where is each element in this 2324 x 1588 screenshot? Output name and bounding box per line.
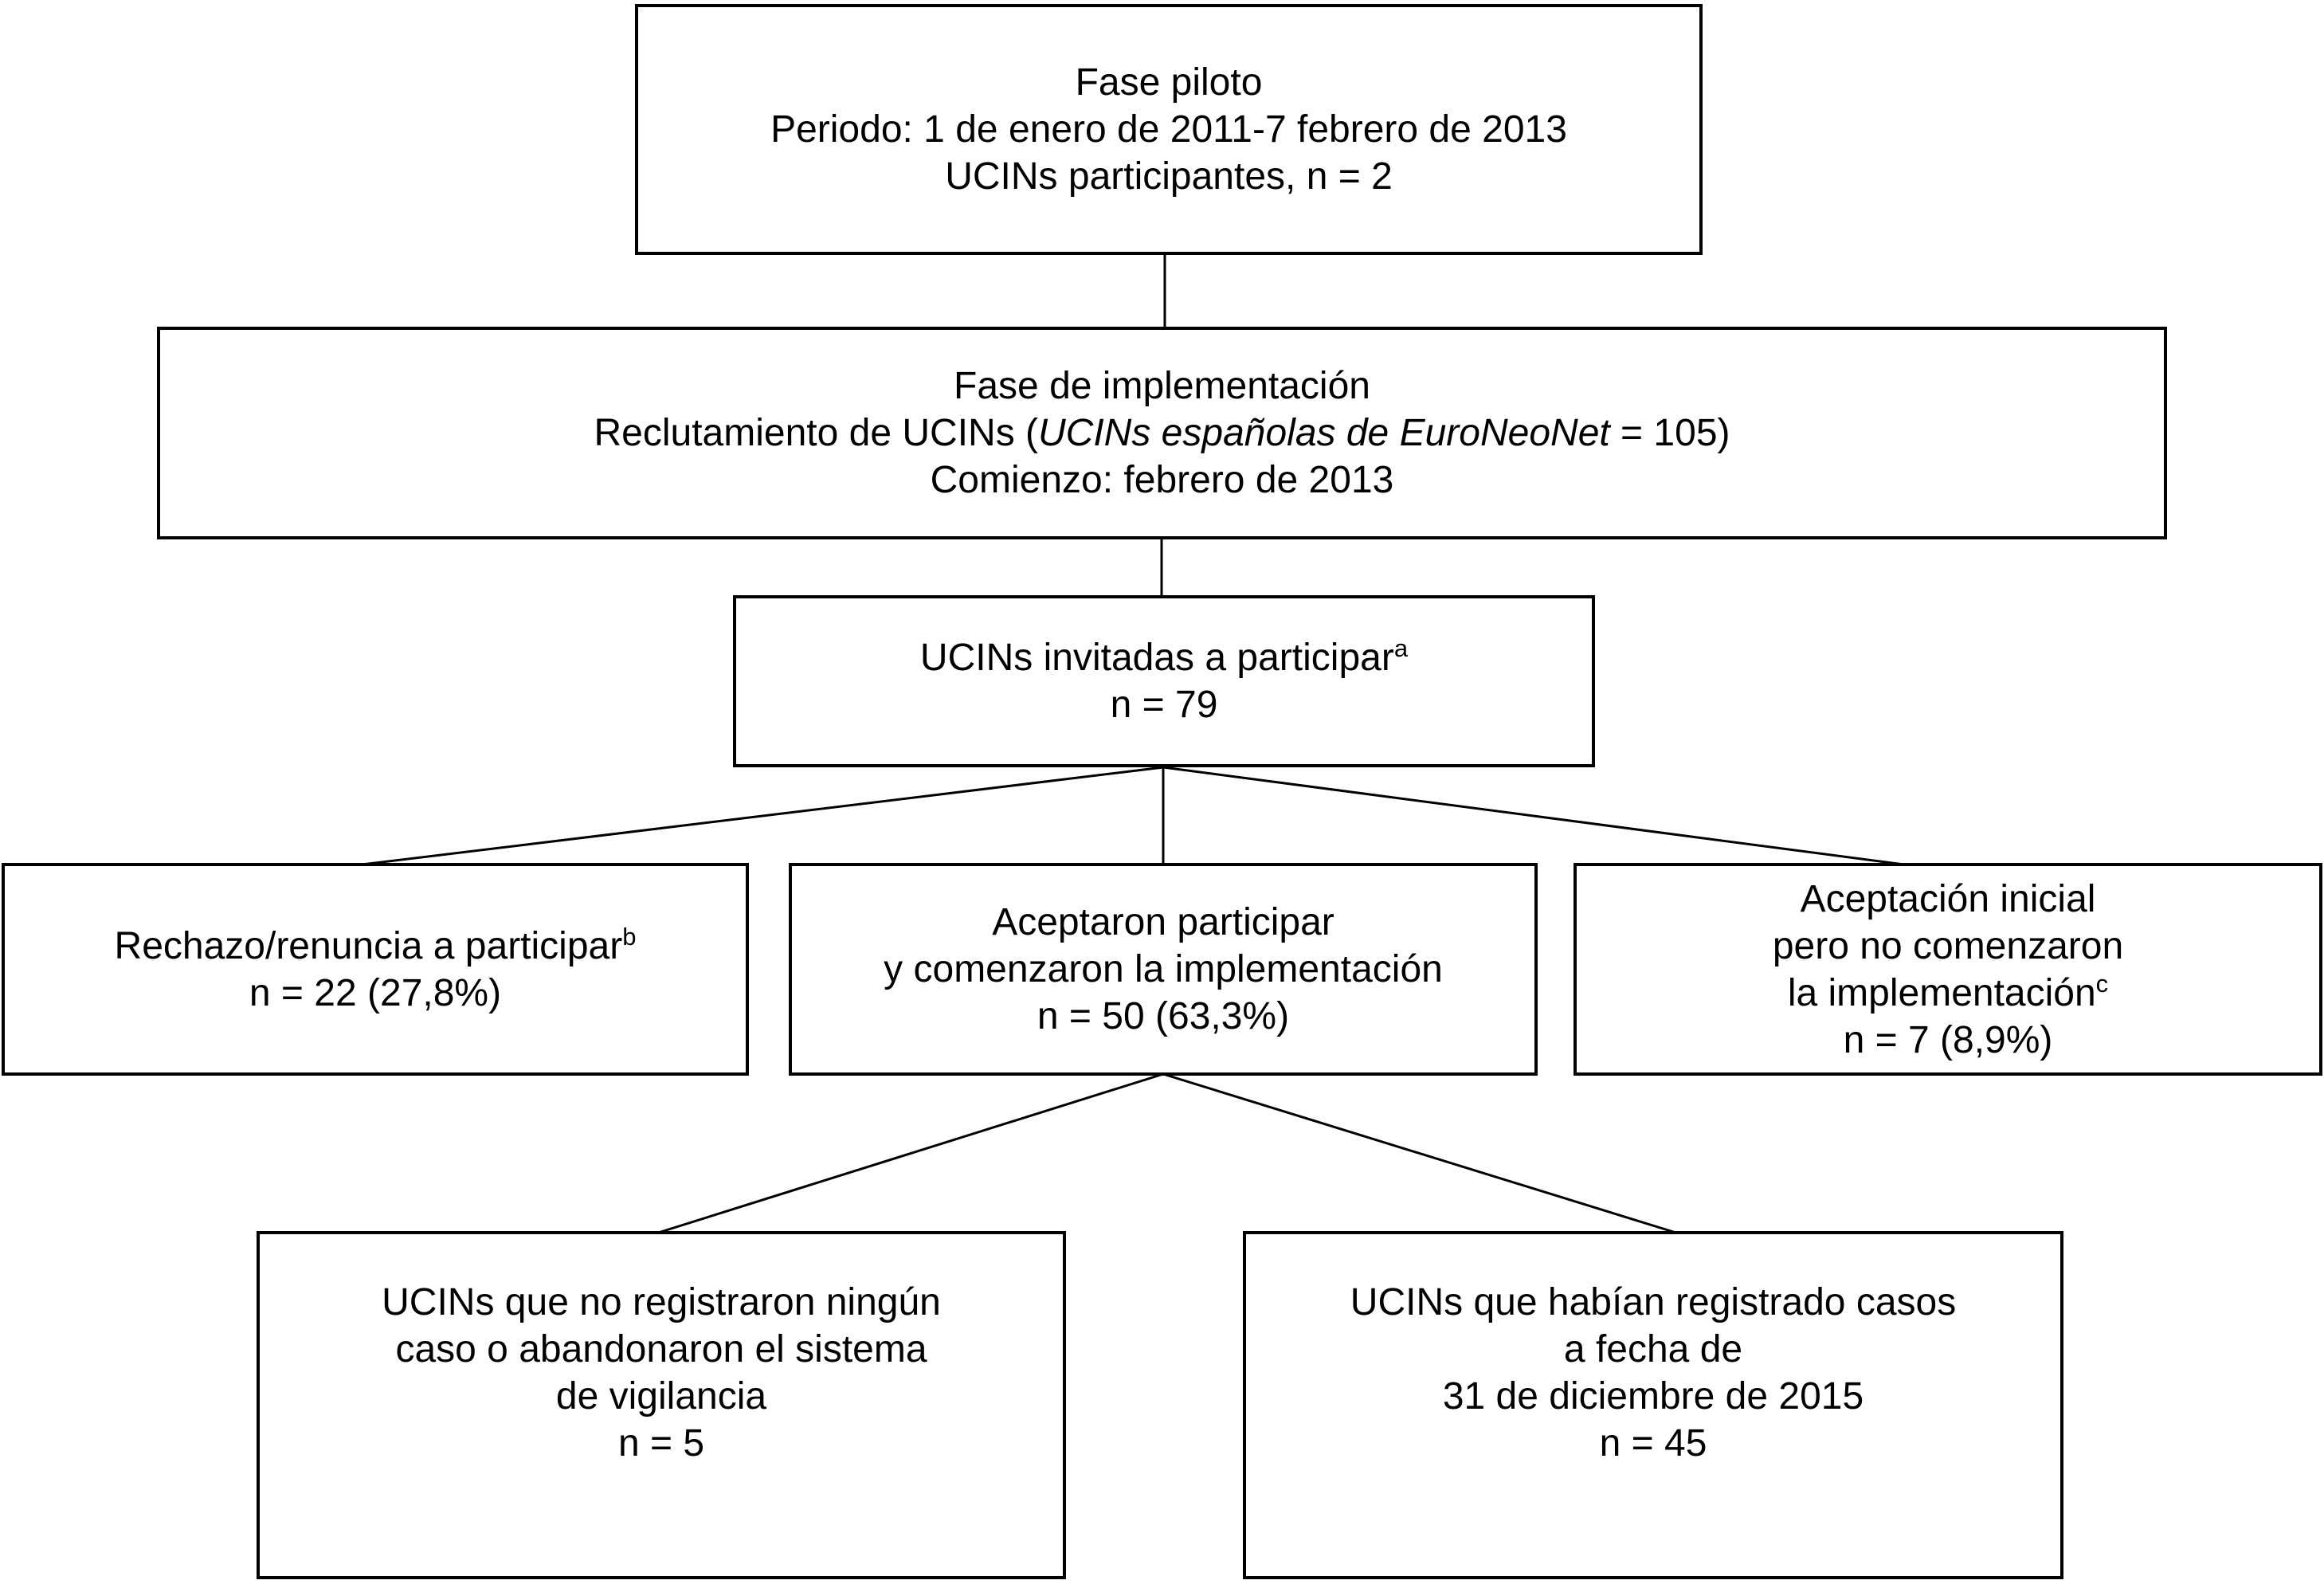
initial-line3-text: la implementación xyxy=(1787,971,2096,1014)
pilot-period: Periodo: 1 de enero de 2011-7 febrero de… xyxy=(770,108,1567,151)
initial-line3: la implementaciónc xyxy=(1788,970,2108,1017)
footnote-marker-b: b xyxy=(622,922,637,951)
recruitment-suffix: = 105) xyxy=(1609,412,1730,454)
nocases-line3: de vigilancia xyxy=(555,1375,767,1417)
box-aceptaron-participar: Aceptaron participar y comenzaron la imp… xyxy=(789,863,1538,1076)
nocases-line2: caso o abandonaron el sistema xyxy=(395,1328,927,1370)
box-ucins-sin-registro: UCINs que no registraron ningún caso o a… xyxy=(257,1231,1066,1579)
box-rechazo-renuncia: Rechazo/renuncia a participarb n = 22 (2… xyxy=(2,863,749,1076)
invited-n: n = 79 xyxy=(1110,684,1218,726)
registered-line3: 31 de diciembre de 2015 xyxy=(1442,1375,1864,1417)
box-fase-piloto: Fase piloto Periodo: 1 de enero de 2011-… xyxy=(635,4,1703,255)
footnote-marker-c: c xyxy=(2095,969,2109,998)
nocases-line1: UCINs que no registraron ningún xyxy=(382,1281,941,1323)
connector-invited-to-declined xyxy=(348,766,1164,868)
initial-n: n = 7 (8,9%) xyxy=(1843,1018,2053,1061)
initial-line2: pero no comenzaron xyxy=(1772,924,2124,967)
recruitment-prefix: Reclutamiento de UCINs ( xyxy=(594,412,1039,454)
implementation-start: Comienzo: febrero de 2013 xyxy=(930,459,1394,501)
box-aceptacion-inicial: Aceptación inicial pero no comenzaron la… xyxy=(1574,863,2322,1076)
initial-line1: Aceptación inicial xyxy=(1800,877,2096,920)
recruitment-italic-segment: UCINs españolas de EuroNeoNet xyxy=(1038,412,1610,454)
connector-invited-to-initial-acceptance xyxy=(1162,766,1917,868)
implementation-recruitment: Reclutamiento de UCINs (UCINs españolas … xyxy=(594,410,1730,457)
invited-title: UCINs invitadas a participara xyxy=(920,634,1408,681)
connector-accepted-to-no-cases xyxy=(653,1072,1164,1236)
accepted-n: n = 50 (63,3%) xyxy=(1037,995,1290,1037)
declined-n: n = 22 (27,8%) xyxy=(249,971,502,1014)
box-fase-implementacion: Fase de implementación Reclutamiento de … xyxy=(157,327,2167,539)
footnote-marker-a: a xyxy=(1393,634,1409,662)
implementation-title: Fase de implementación xyxy=(954,365,1370,407)
nocases-n: n = 5 xyxy=(617,1422,705,1464)
box-ucins-con-casos: UCINs que habían registrado casos a fech… xyxy=(1243,1231,2063,1579)
pilot-title: Fase piloto xyxy=(1075,61,1263,104)
invited-title-text: UCINs invitadas a participar xyxy=(919,637,1394,679)
pilot-n: UCINs participantes, n = 2 xyxy=(945,155,1393,198)
registered-line1: UCINs que habían registrado casos xyxy=(1350,1281,1957,1323)
declined-title-text: Rechazo/renuncia a participar xyxy=(114,924,623,967)
box-ucins-invitadas: UCINs invitadas a participara n = 79 xyxy=(733,595,1595,767)
registered-n: n = 45 xyxy=(1599,1422,1707,1464)
registered-line2: a fecha de xyxy=(1563,1328,1743,1370)
accepted-line1: Aceptaron participar xyxy=(992,901,1334,943)
accepted-line2: y comenzaron la implementación xyxy=(884,948,1443,990)
declined-title: Rechazo/renuncia a participarb xyxy=(115,923,637,970)
connector-accepted-to-registered xyxy=(1162,1072,1682,1236)
